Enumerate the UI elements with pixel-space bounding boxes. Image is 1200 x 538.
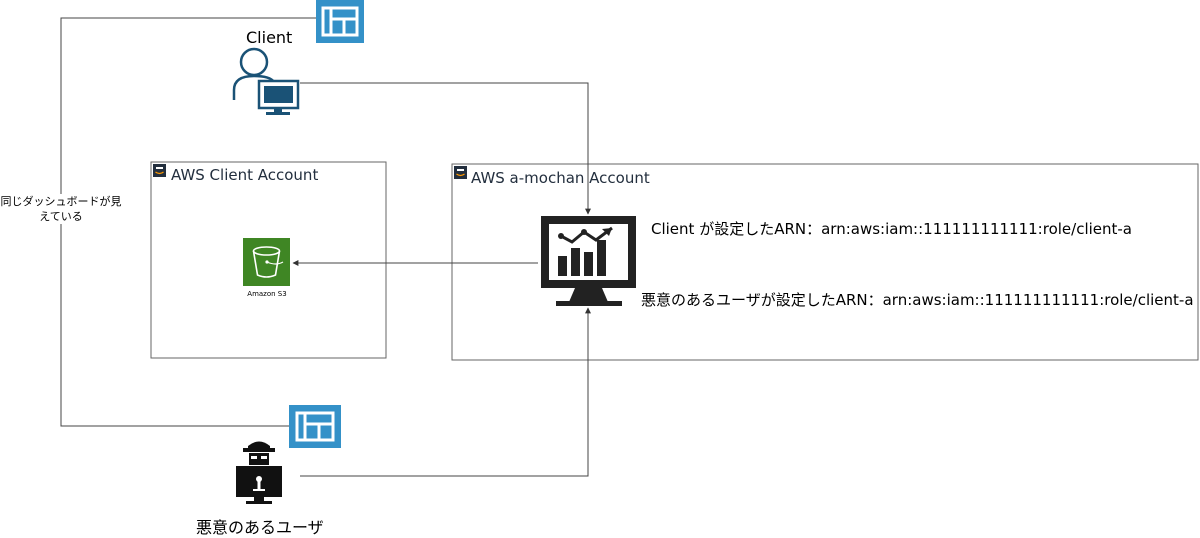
shared-dashboard-note: 同じダッシュボードが見えている — [0, 194, 122, 224]
malicious-arn-text: 悪意のあるユーザが設定したARN：arn:aws:iam::1111111111… — [641, 291, 1194, 309]
aws-amochan-account-title: AWS a-mochan Account — [471, 169, 650, 187]
user-with-monitor-icon — [232, 47, 300, 115]
aws-logo-icon — [153, 164, 166, 177]
aws-amochan-account-frame — [451, 163, 1199, 361]
malicious-user-label: 悪意のあるユーザ — [196, 518, 324, 537]
dashboard-icon — [316, 0, 364, 43]
client-to-analytics-connector — [300, 82, 591, 215]
dashboard-icon — [289, 405, 341, 448]
malicious-to-analytics-connector — [300, 307, 591, 477]
analytics-monitor-icon — [541, 216, 636, 306]
amazon-s3-label: Amazon S3 — [247, 290, 287, 298]
client-arn-text: Client が設定したARN：arn:aws:iam::11111111111… — [651, 220, 1133, 238]
amazon-s3-bucket-icon — [243, 238, 290, 286]
aws-client-account-title: AWS Client Account — [171, 166, 319, 184]
hacker-icon — [236, 441, 282, 504]
aws-client-account-frame — [150, 161, 387, 359]
client-label: Client — [246, 28, 293, 47]
aws-logo-icon — [454, 166, 467, 179]
